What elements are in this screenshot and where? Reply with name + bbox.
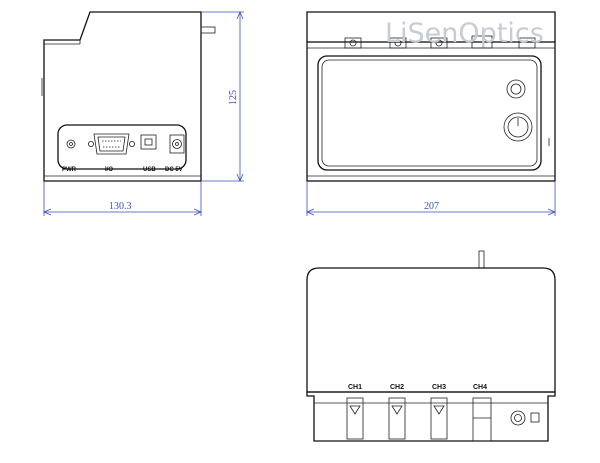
usb-label: USB bbox=[143, 167, 156, 173]
top-connector-2 bbox=[389, 37, 407, 49]
top-connector-4 bbox=[471, 35, 493, 49]
pwr-port bbox=[66, 139, 76, 149]
front-view bbox=[306, 11, 556, 182]
height-dimension: 125 bbox=[201, 10, 244, 183]
top-connector-3 bbox=[430, 37, 448, 49]
front-width-dimension: 207 bbox=[305, 181, 557, 216]
dc-label: DC 5V bbox=[165, 167, 183, 173]
rear-panel bbox=[57, 124, 187, 170]
antenna-stub bbox=[200, 26, 216, 34]
top-base bbox=[306, 391, 556, 442]
ch1-label: CH1 bbox=[348, 384, 362, 391]
front-body bbox=[306, 41, 556, 182]
ch1-connector bbox=[346, 397, 364, 440]
ch2-label: CH2 bbox=[390, 384, 404, 391]
side-view: PWR I/O USB DC 5V bbox=[41, 11, 216, 182]
side-width-label: 130.3 bbox=[109, 201, 132, 212]
knob bbox=[506, 79, 526, 99]
usb-port bbox=[140, 134, 157, 150]
top-view: CH1 CH2 CH3 CH4 bbox=[306, 250, 556, 442]
top-body bbox=[306, 267, 556, 393]
pwr-label: PWR bbox=[62, 167, 77, 173]
ch4-label: CH4 bbox=[473, 384, 487, 391]
front-panel bbox=[317, 55, 542, 171]
watermark-logo: LiSenOptics bbox=[385, 18, 544, 49]
top-connector-1 bbox=[344, 37, 362, 49]
power-switch bbox=[503, 112, 533, 142]
io-connector bbox=[93, 133, 130, 155]
ch3-connector bbox=[430, 397, 448, 440]
front-width-label: 207 bbox=[424, 201, 439, 212]
io-label: I/O bbox=[105, 167, 113, 173]
watermark-text: LiSenOptics bbox=[385, 18, 544, 49]
ch3-label: CH3 bbox=[432, 384, 446, 391]
top-knob bbox=[510, 410, 526, 426]
ch2-connector bbox=[388, 397, 406, 440]
height-label: 125 bbox=[228, 90, 239, 105]
side-width-dimension: 130.3 bbox=[42, 181, 203, 216]
top-connector-5 bbox=[518, 37, 536, 49]
top-indicator bbox=[530, 412, 540, 423]
ch4-connector bbox=[472, 397, 492, 442]
dc-port bbox=[169, 134, 185, 154]
antenna bbox=[478, 250, 485, 269]
